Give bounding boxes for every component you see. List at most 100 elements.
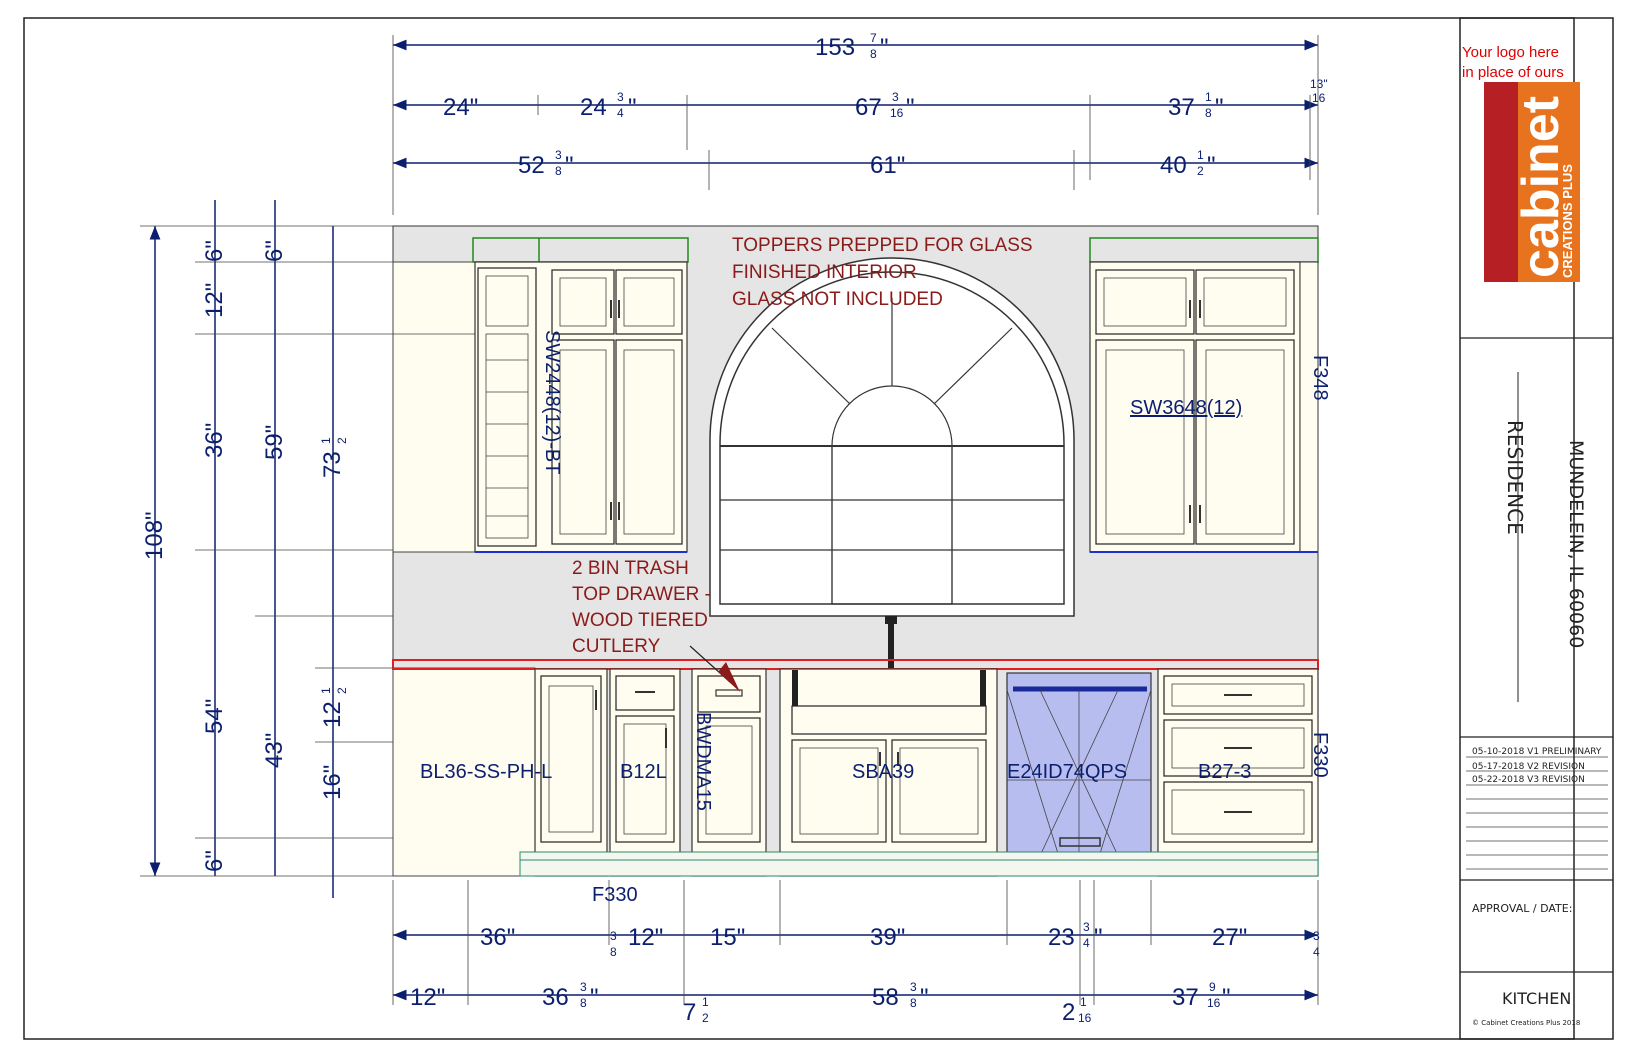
dim-12-b: 12"	[628, 924, 663, 951]
title-block-frame	[1459, 17, 1614, 1040]
dim-3-4-b: 3 4	[1313, 929, 1320, 959]
title-block: Your logo here in place of ours cabinet …	[1460, 44, 1613, 1027]
dim-40-1-2: 40 1 2 "	[1160, 148, 1216, 179]
svg-text:9: 9	[1209, 980, 1216, 994]
label-sba39: SBA39	[852, 761, 914, 783]
project-name: RESIDENCE	[1503, 420, 1527, 535]
project-location: MUNDELEIN, IL 60060	[1565, 440, 1587, 648]
dim-15-b: 15"	[710, 924, 745, 951]
top-dimension-labels: 153 7 8 " 24" 24 3 4 " 67 3 16 " 37 1 8 …	[443, 31, 1328, 179]
dim-3-8-b: 3 8	[610, 929, 617, 959]
svg-text:58: 58	[872, 984, 899, 1011]
base-cabinets	[519, 668, 1319, 877]
svg-text:8: 8	[1205, 106, 1212, 120]
dim-23-3-4: 23 3 4 "	[1048, 920, 1103, 951]
svg-text:7: 7	[870, 31, 877, 45]
dimension-lines	[140, 35, 1319, 1005]
cabinet-labels: SW2448(12)-BT SW3648(12) F348 BL36-SS-PH…	[420, 330, 1331, 906]
svg-text:TOP DRAWER -: TOP DRAWER -	[572, 584, 711, 605]
svg-text:16: 16	[1078, 1011, 1092, 1025]
svg-text:1: 1	[1197, 148, 1204, 162]
svg-text:8: 8	[610, 945, 617, 959]
svg-text:16: 16	[1312, 91, 1326, 105]
svg-text:FINISHED INTERIOR: FINISHED INTERIOR	[732, 262, 917, 283]
dim-12: 12"	[201, 283, 228, 318]
svg-text:3: 3	[910, 980, 917, 994]
logo-subtitle: CREATIONS PLUS	[1560, 164, 1575, 278]
svg-text:37: 37	[1168, 94, 1195, 121]
svg-text:": "	[565, 152, 574, 179]
svg-text:40: 40	[1160, 152, 1187, 179]
svg-text:1: 1	[1205, 90, 1212, 104]
svg-text:2: 2	[335, 687, 349, 694]
room-name: KITCHEN	[1502, 989, 1571, 1008]
svg-text:3: 3	[1313, 929, 1320, 943]
dim-61: 61"	[870, 152, 905, 179]
dim-58-3-8: 58 3 8 "	[872, 980, 929, 1011]
svg-text:CUTLERY: CUTLERY	[572, 636, 661, 657]
svg-text:WOOD TIERED: WOOD TIERED	[572, 610, 708, 631]
dim-36-b: 36"	[480, 924, 515, 951]
revision-1: 05-10-2018 V1 PRELIMINARY	[1472, 747, 1602, 757]
dim-24: 24"	[443, 94, 478, 121]
dim-2-1-16: 2 1 16	[1062, 995, 1092, 1026]
dim-12-c: 12"	[410, 984, 445, 1011]
label-f348: F348	[1309, 355, 1331, 401]
svg-text:": "	[1094, 924, 1103, 951]
note-toppers: TOPPERS PREPPED FOR GLASS FINISHED INTER…	[732, 235, 1033, 310]
left-wall-panel	[392, 261, 476, 553]
dim-37-1-8: 37 1 8 "	[1168, 90, 1224, 121]
dim-16: 16"	[319, 765, 346, 800]
logo-note-line1: Your logo here	[1462, 44, 1559, 61]
left-dimension-labels: 108" 6" 12" 36" 54" 6" 6" 59" 43" 73 1 2…	[141, 240, 349, 872]
dim-37-9-16: 37 9 16 "	[1172, 980, 1231, 1011]
svg-text:": "	[906, 94, 915, 121]
svg-text:23: 23	[1048, 924, 1075, 951]
svg-text:3: 3	[1083, 920, 1090, 934]
svg-text:3: 3	[555, 148, 562, 162]
dim-6-top: 6"	[201, 240, 228, 262]
dim-52-3-8: 52 3 8 "	[518, 148, 574, 179]
svg-text:": "	[920, 984, 929, 1011]
dim-overall-width: 153 7 8 "	[815, 31, 889, 61]
svg-text:3: 3	[892, 90, 899, 104]
svg-text:1: 1	[1080, 995, 1087, 1009]
note-trash: 2 BIN TRASH TOP DRAWER - WOOD TIERED CUT…	[572, 558, 740, 692]
svg-text:2: 2	[1062, 999, 1075, 1026]
label-sw2448: SW2448(12)-BT	[541, 330, 563, 475]
cabinet-sw2448	[474, 261, 688, 553]
svg-text:7: 7	[683, 999, 696, 1026]
revision-2: 05-17-2018 V2 REVISION	[1472, 762, 1585, 772]
svg-text:8: 8	[580, 996, 587, 1010]
dim-6-b: 6"	[261, 240, 288, 262]
svg-text:4: 4	[1313, 945, 1320, 959]
svg-text:3: 3	[610, 929, 617, 943]
svg-text:": "	[1215, 94, 1224, 121]
svg-text:": "	[590, 984, 599, 1011]
svg-text:2: 2	[1197, 164, 1204, 178]
dim-39-b: 39"	[870, 924, 905, 951]
dim-27-b: 27"	[1212, 924, 1247, 951]
dim-13-16: 13" 16	[1310, 77, 1328, 105]
svg-text:13": 13"	[1310, 77, 1328, 91]
label-f330-right: F330	[1309, 732, 1331, 778]
revision-list: 05-10-2018 V1 PRELIMINARY 05-17-2018 V2 …	[1466, 747, 1608, 870]
svg-text:16: 16	[890, 106, 904, 120]
dim-67-3-16: 67 3 16 "	[855, 90, 915, 121]
svg-text:2: 2	[702, 1011, 709, 1025]
svg-text:24: 24	[580, 94, 607, 121]
svg-text:2 BIN TRASH: 2 BIN TRASH	[572, 558, 689, 579]
approval-label: APPROVAL / DATE:	[1472, 902, 1572, 915]
label-bl36: BL36-SS-PH-L	[420, 761, 552, 783]
svg-text:8: 8	[555, 164, 562, 178]
label-bwdma15: BWDMA15	[692, 712, 714, 811]
svg-text:36: 36	[542, 984, 569, 1011]
dim-36-3-8: 36 3 8 "	[542, 980, 599, 1011]
svg-text:1: 1	[319, 687, 333, 694]
logo-note-line2: in place of ours	[1462, 64, 1564, 81]
dim-108: 108"	[141, 511, 168, 560]
dim-24-3-4: 24 3 4 "	[580, 90, 637, 121]
svg-text:8: 8	[870, 47, 877, 61]
svg-text:": "	[1207, 152, 1216, 179]
